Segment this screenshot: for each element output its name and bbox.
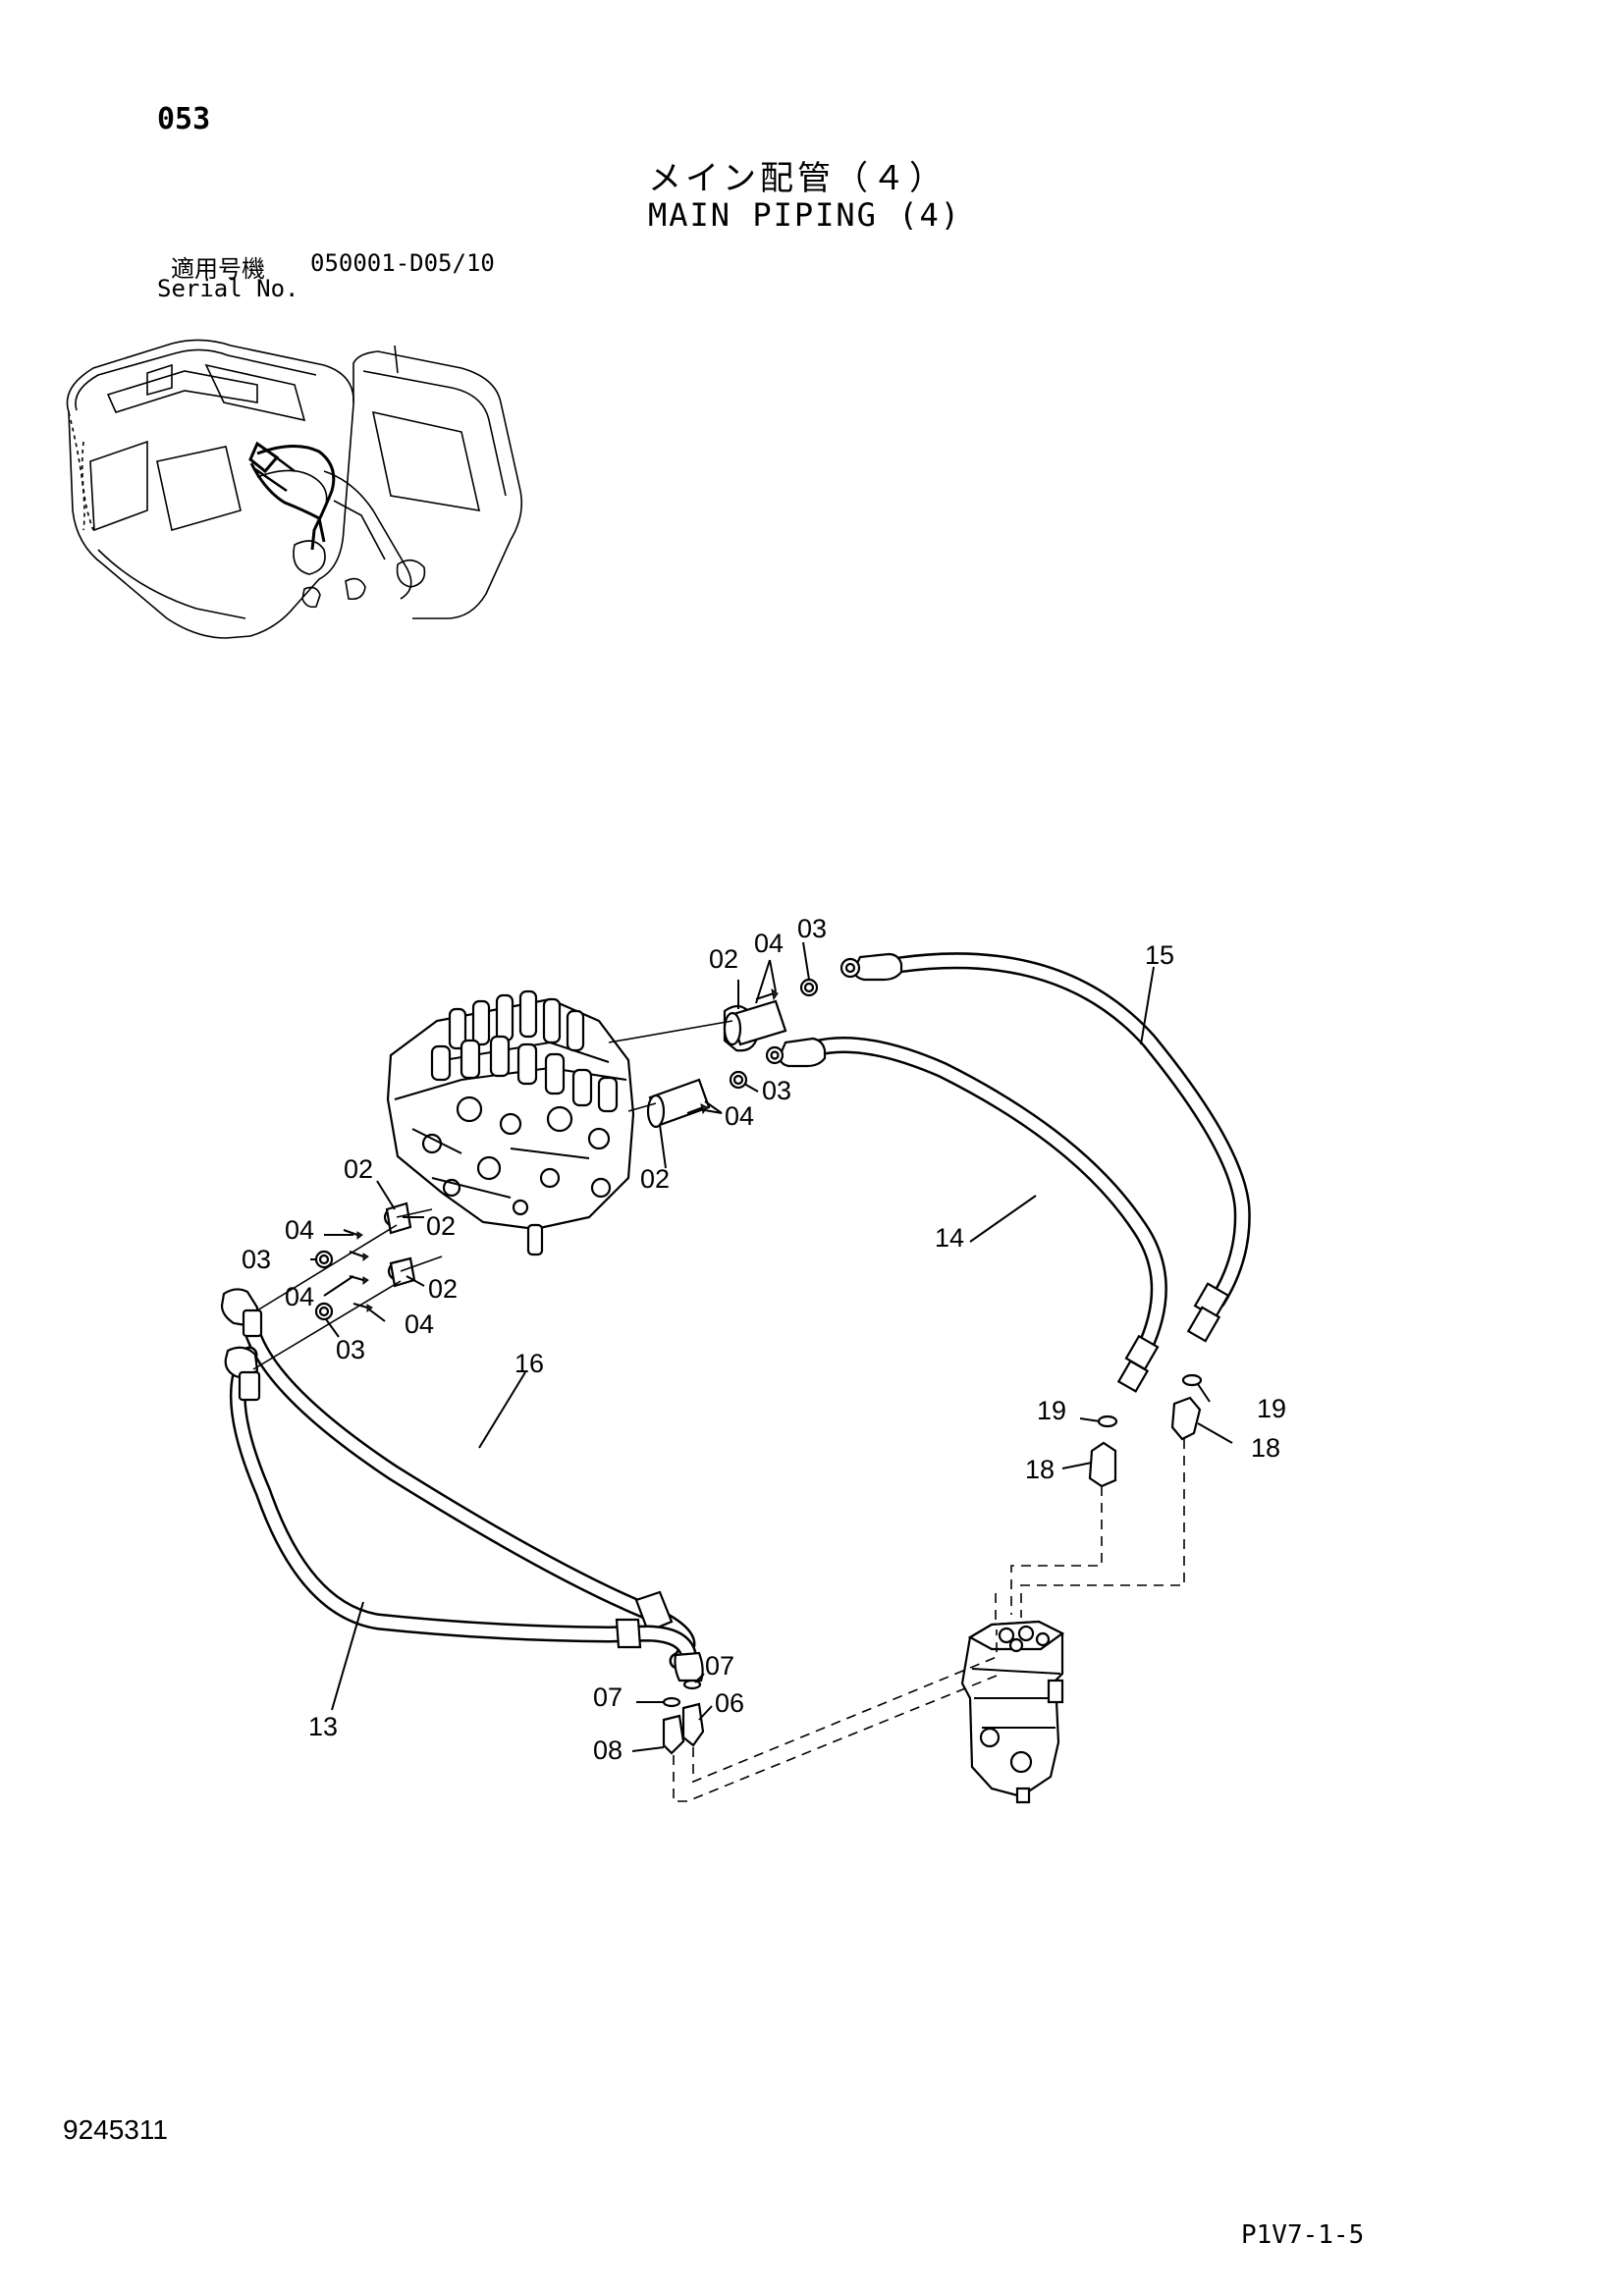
serial-label-japanese: 適用号機 <box>171 255 265 283</box>
callout-04-left-3: 04 <box>405 1309 434 1339</box>
center-joint <box>960 1620 1065 1804</box>
callout-02-left: 02 <box>344 1154 373 1184</box>
connection-lines <box>252 1020 733 1370</box>
callout-04-mid: 04 <box>725 1101 754 1131</box>
right-fittings <box>1088 1373 1203 1488</box>
machine-location-key <box>66 339 523 639</box>
callout-13: 13 <box>308 1712 338 1741</box>
callout-08: 08 <box>593 1735 623 1765</box>
top-flange-assembly <box>723 978 819 1052</box>
document-number: 9245311 <box>63 2114 168 2145</box>
page-reference: P1V7-1-5 <box>1241 2220 1365 2250</box>
callout-04-left-2: 04 <box>285 1282 314 1311</box>
callout-03-left-1: 03 <box>242 1245 271 1274</box>
bottom-fittings <box>662 1679 705 1755</box>
leader-lines <box>310 941 1233 1752</box>
hose-16 <box>220 1288 696 1670</box>
callout-18-right: 18 <box>1251 1433 1280 1463</box>
callout-03-top: 03 <box>797 914 827 943</box>
callout-04-left-1: 04 <box>285 1215 314 1245</box>
hose-15 <box>839 952 1251 1343</box>
serial-label-english: Serial No. <box>157 275 299 302</box>
callout-15: 15 <box>1145 940 1174 970</box>
callout-14: 14 <box>935 1223 964 1253</box>
callout-19-left: 19 <box>1037 1396 1066 1425</box>
callout-07-right: 07 <box>705 1651 734 1681</box>
callout-19-right: 19 <box>1257 1394 1286 1423</box>
callout-18-left: 18 <box>1025 1455 1055 1484</box>
title-english: MAIN PIPING (4) <box>648 196 961 234</box>
callout-03-mid: 03 <box>762 1076 791 1105</box>
title-japanese: メイン配管（４） <box>648 159 947 198</box>
callout-labels: 02 04 03 15 03 04 02 14 02 04 02 03 04 0… <box>242 914 1286 1765</box>
callout-04-top: 04 <box>754 929 784 958</box>
callout-07-left: 07 <box>593 1682 623 1712</box>
hose-14 <box>765 1037 1167 1393</box>
mid-flange-assembly <box>646 1070 748 1129</box>
hose-13 <box>224 1346 704 1682</box>
callout-02-mid: 02 <box>640 1164 670 1194</box>
serial-number-range: 050001-D05/10 <box>310 249 495 277</box>
dashed-routing-lines <box>673 1439 1185 1802</box>
callout-03-left-2: 03 <box>336 1335 365 1364</box>
callout-02-top: 02 <box>709 944 738 974</box>
callout-06: 06 <box>715 1688 744 1718</box>
callout-16: 16 <box>514 1349 544 1378</box>
callout-02-left-1: 02 <box>426 1211 456 1241</box>
control-valve <box>386 989 635 1256</box>
callout-02-left-2: 02 <box>428 1274 458 1304</box>
page-code: 053 <box>157 102 211 136</box>
